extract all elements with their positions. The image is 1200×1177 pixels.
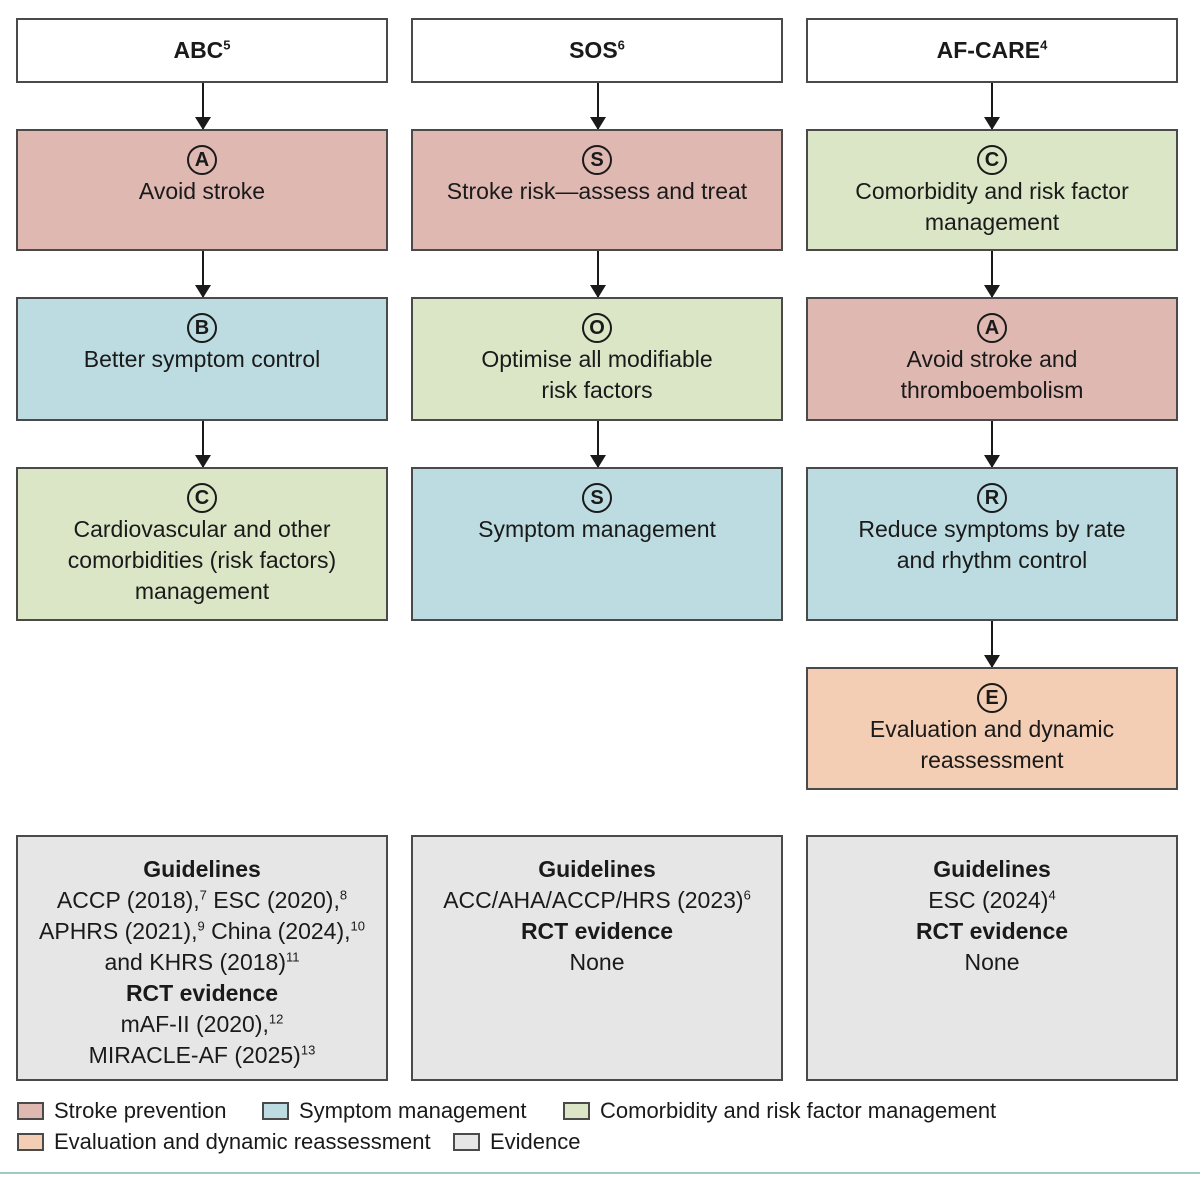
afcare-title: AF-CARE — [936, 37, 1041, 63]
sos-header: SOS6 — [411, 18, 783, 83]
abc-step-c-line1: Cardiovascular and other — [73, 516, 331, 542]
bottom-rule — [0, 1172, 1200, 1174]
arrow-sos-1 — [590, 83, 606, 130]
sos-step-o-line1: Optimise all modifiable — [481, 346, 713, 372]
legend-evaluation: Evaluation and dynamic reassessment — [17, 1129, 431, 1155]
afcare-header: AF-CARE4 — [806, 18, 1178, 83]
afcare-evidence-box: Guidelines ESC (2024)4 RCT evidence None — [806, 835, 1178, 1081]
afcare-step-c: C Comorbidity and risk factor management — [806, 129, 1178, 251]
legend-evidence: Evidence — [453, 1129, 581, 1155]
abc-step-c-line2: comorbidities (risk factors) — [67, 547, 337, 573]
sos-title: SOS — [569, 37, 618, 63]
afcare-step-a-line2: thromboembolism — [900, 377, 1084, 403]
arrow-abc-1 — [195, 83, 211, 130]
sos-step-s2: S Symptom management — [411, 467, 783, 621]
sos-step-s1: S Stroke risk—assess and treat — [411, 129, 783, 251]
letter-a-badge: A — [187, 145, 217, 175]
abc-rct-line1: mAF-II (2020),12 — [120, 1011, 284, 1037]
legend-symptom-management: Symptom management — [262, 1098, 526, 1124]
abc-title-ref: 5 — [223, 37, 231, 53]
letter-c-badge: C — [977, 145, 1007, 175]
legend-label: Comorbidity and risk factor management — [600, 1098, 997, 1123]
arrow-afcare-1 — [984, 83, 1000, 130]
abc-guidelines-heading: Guidelines — [143, 856, 261, 882]
sos-step-o: O Optimise all modifiable risk factors — [411, 297, 783, 421]
sos-guidelines-line1: ACC/AHA/ACCP/HRS (2023)6 — [443, 887, 751, 913]
afcare-step-r-line2: and rhythm control — [896, 547, 1088, 573]
abc-step-a-text: Avoid stroke — [138, 178, 266, 204]
sos-title-ref: 6 — [617, 37, 625, 53]
abc-step-a: A Avoid stroke — [16, 129, 388, 251]
arrow-sos-2 — [590, 251, 606, 298]
sos-step-s1-text: Stroke risk—assess and treat — [446, 178, 748, 204]
legend-label: Evaluation and dynamic reassessment — [54, 1129, 431, 1154]
letter-s-badge: S — [582, 483, 612, 513]
afcare-guidelines-line1: ESC (2024)4 — [928, 887, 1056, 913]
abc-step-c-line3: management — [134, 578, 270, 604]
legend-label: Symptom management — [299, 1098, 527, 1123]
abc-step-c: C Cardiovascular and other comorbidities… — [16, 467, 388, 621]
sos-guidelines-heading: Guidelines — [538, 856, 656, 882]
legend-swatch-symptom — [262, 1102, 289, 1120]
letter-s-badge: S — [582, 145, 612, 175]
afcare-step-a: A Avoid stroke and thromboembolism — [806, 297, 1178, 421]
sos-rct-heading: RCT evidence — [520, 918, 674, 944]
afcare-step-r-line1: Reduce symptoms by rate — [858, 516, 1126, 542]
sos-step-s2-text: Symptom management — [478, 516, 716, 542]
legend-swatch-comorbidity — [563, 1102, 590, 1120]
abc-title: ABC — [173, 37, 224, 63]
abc-step-b: B Better symptom control — [16, 297, 388, 421]
legend-swatch-stroke — [17, 1102, 44, 1120]
abc-guidelines-line2: APHRS (2021),9 China (2024),10 — [39, 918, 365, 944]
abc-header: ABC5 — [16, 18, 388, 83]
sos-evidence-box: Guidelines ACC/AHA/ACCP/HRS (2023)6 RCT … — [411, 835, 783, 1081]
arrow-afcare-2 — [984, 251, 1000, 298]
legend-stroke-prevention: Stroke prevention — [17, 1098, 226, 1124]
letter-e-badge: E — [977, 683, 1007, 713]
abc-rct-heading: RCT evidence — [125, 980, 279, 1006]
afcare-guidelines-heading: Guidelines — [933, 856, 1051, 882]
afcare-step-e: E Evaluation and dynamic reassessment — [806, 667, 1178, 790]
letter-c-badge: C — [187, 483, 217, 513]
afcare-step-e-line2: reassessment — [920, 747, 1064, 773]
legend-swatch-evaluation — [17, 1133, 44, 1151]
afcare-rct-heading: RCT evidence — [915, 918, 1069, 944]
sos-step-o-line2: risk factors — [541, 377, 653, 403]
afcare-step-c-line1: Comorbidity and risk factor — [855, 178, 1129, 204]
afcare-step-e-line1: Evaluation and dynamic — [869, 716, 1115, 742]
legend-swatch-evidence — [453, 1133, 480, 1151]
letter-a-badge: A — [977, 313, 1007, 343]
abc-rct-line2: MIRACLE-AF (2025)13 — [88, 1042, 316, 1068]
abc-guidelines-line3: and KHRS (2018)11 — [104, 949, 300, 975]
arrow-afcare-4 — [984, 621, 1000, 668]
afcare-step-c-line2: management — [924, 209, 1060, 235]
afcare-step-r: R Reduce symptoms by rate and rhythm con… — [806, 467, 1178, 621]
legend-label: Stroke prevention — [54, 1098, 227, 1123]
afcare-title-ref: 4 — [1040, 37, 1048, 53]
arrow-afcare-3 — [984, 421, 1000, 468]
legend-label: Evidence — [490, 1129, 581, 1154]
letter-o-badge: O — [582, 313, 612, 343]
afcare-rct-value: None — [964, 949, 1020, 975]
letter-b-badge: B — [187, 313, 217, 343]
arrow-abc-3 — [195, 421, 211, 468]
sos-rct-value: None — [569, 949, 625, 975]
afcare-step-a-line1: Avoid stroke and — [906, 346, 1078, 372]
abc-step-b-text: Better symptom control — [83, 346, 321, 372]
arrow-abc-2 — [195, 251, 211, 298]
arrow-sos-3 — [590, 421, 606, 468]
abc-guidelines-line1: ACCP (2018),7 ESC (2020),8 — [56, 887, 348, 913]
abc-evidence-box: Guidelines ACCP (2018),7 ESC (2020),8 AP… — [16, 835, 388, 1081]
letter-r-badge: R — [977, 483, 1007, 513]
legend-comorbidity: Comorbidity and risk factor management — [563, 1098, 996, 1124]
